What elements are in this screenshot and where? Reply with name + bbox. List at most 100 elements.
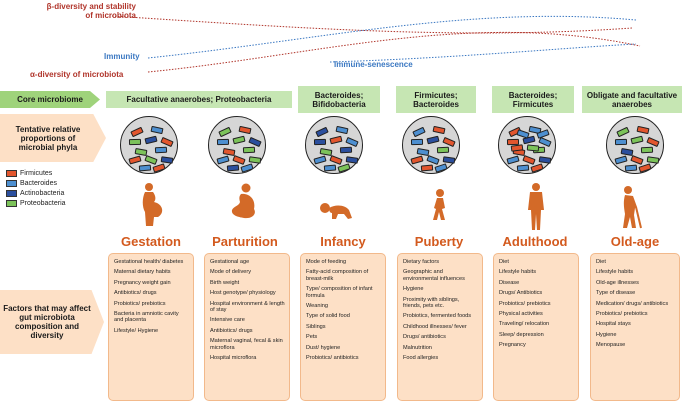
bacterium-rod <box>226 164 240 172</box>
factor-item: Type/ composition of infant formula <box>306 286 373 299</box>
factor-item: Sleep/ depression <box>499 331 544 338</box>
factor-item: Hospital microflora <box>210 355 257 362</box>
factor-item: Maternal vaginal, fecal & skin microflor… <box>210 338 283 351</box>
mother-in-labor-icon <box>231 183 255 219</box>
bacterium-rod <box>248 136 262 148</box>
bacterium-rod <box>144 135 158 145</box>
bacterium-rod <box>420 164 434 172</box>
factor-item: Bacteria in amniotic cavity and placenta <box>114 311 179 324</box>
factor-item: Medication/ drugs/ antibiotics <box>596 300 669 307</box>
bacterium-rod <box>216 155 230 165</box>
factor-item: Siblings <box>306 323 326 330</box>
phyla-circle-adulthood <box>498 116 556 174</box>
legend-actinobacteria: Actinobacteria <box>6 188 66 198</box>
factor-item: Physical activities <box>499 311 543 318</box>
bacterium-rod <box>636 125 650 135</box>
bacterium-rod <box>345 136 359 148</box>
factor-item: Type of disease <box>596 290 636 297</box>
bacterium-rod <box>128 138 142 146</box>
factor-item: Proximity with siblings, friends, pets e… <box>403 296 460 310</box>
bacterium-rod <box>410 138 424 146</box>
bacterium-rod <box>516 164 530 172</box>
factor-item: Pregnancy weight gain <box>114 279 171 286</box>
bacterium-rod <box>410 155 424 165</box>
crawling-baby-icon <box>320 203 352 219</box>
microbial-phyla-label: Tentative relative proportions of microb… <box>0 114 106 162</box>
factor-item: Malnutrition <box>403 344 432 351</box>
factor-item: Diet <box>499 259 509 265</box>
alpha-diversity-label: α-diversity of microbiota <box>30 70 124 79</box>
immunity-label: Immunity <box>104 52 140 61</box>
pregnant-woman-icon <box>142 183 163 226</box>
phyla-circle-old-age <box>606 116 664 174</box>
bacterium-rod <box>630 155 644 165</box>
factor-item: Mode of delivery <box>210 269 252 276</box>
core-microbiome-puberty: Firmicutes; Bacteroides <box>396 86 476 113</box>
factor-item: Lifestyle habits <box>596 269 634 276</box>
factor-item: Dust/ hygiene <box>306 344 341 351</box>
legend-bacteroides: Bacteroides <box>6 178 66 188</box>
bacterium-rod <box>313 138 327 146</box>
bacterium-rod <box>522 155 536 165</box>
core-microbiome-early: Facultative anaerobes; Proteobacteria <box>106 91 292 108</box>
factor-item: Drugs/ antibiotics <box>403 334 446 341</box>
bacterium-rod <box>232 155 246 165</box>
bacterium-rod <box>242 146 256 154</box>
factors-label: Factors that may affect gut microbiota c… <box>0 290 104 354</box>
stage-title-infancy: Infancy <box>320 234 366 249</box>
bacterium-rod <box>526 144 540 152</box>
factor-item: Hospital stays <box>596 321 631 328</box>
bacterium-rod <box>329 155 343 165</box>
factor-item: Gestational health/ diabetes <box>114 259 184 265</box>
stage-title-gestation: Gestation <box>121 234 181 249</box>
stage-title-parturition: Parturition <box>212 234 278 249</box>
factor-item: Probiotics/ prebiotics <box>596 311 648 318</box>
bacterium-rod <box>506 155 520 165</box>
core-microbiome-adulthood: Bacteroides; Firmicutes <box>492 86 574 113</box>
phyla-circle-infancy <box>305 116 363 174</box>
bacterium-rod <box>329 135 343 145</box>
bacterium-rod <box>128 155 142 165</box>
factor-item: Intensive care <box>210 317 245 324</box>
factor-item: Hygiene <box>596 331 617 338</box>
bacterium-rod <box>640 146 654 154</box>
bacterium-rod <box>238 125 252 135</box>
factor-item: Pets <box>306 334 318 341</box>
bacterium-rod <box>412 126 426 138</box>
phyla-circle-gestation <box>120 116 178 174</box>
bacterium-rod <box>313 155 327 165</box>
bacterium-rod <box>138 164 152 172</box>
factor-item: Geographic and environmental influences <box>403 269 465 282</box>
beta-diversity-label: β-diversity and stability of microbiota <box>46 2 136 20</box>
bacterium-rod <box>150 125 164 135</box>
core-microbiome-label: Core microbiome <box>0 91 100 108</box>
core-microbiome-infancy: Bacteroides; Bifidobacteria <box>298 86 380 113</box>
factor-item: Menopause <box>596 342 626 349</box>
bacterium-rod <box>646 136 660 148</box>
factor-item: Host genotype/ physiology <box>210 290 276 297</box>
factor-item: Hospital environment & length of stay <box>210 300 285 314</box>
factor-item: Antibiotics/ drugs <box>210 327 253 334</box>
bacterium-rod <box>436 146 450 154</box>
bacterium-rod <box>432 125 446 135</box>
factor-item: Maternal dietary habits <box>114 269 171 276</box>
bacterium-rod <box>614 155 628 165</box>
factor-item: Old-age illnesses <box>596 279 639 286</box>
factor-item: Disease <box>499 279 520 286</box>
stage-title-old-age: Old-age <box>610 234 660 249</box>
phyla-circle-puberty <box>402 116 460 174</box>
bacterium-rod <box>339 146 353 154</box>
bacterium-rod <box>624 164 638 172</box>
adult-man-icon <box>528 183 544 230</box>
factor-item: Gestational age <box>210 259 250 265</box>
bacterium-rod <box>426 155 440 165</box>
phyla-circle-parturition <box>208 116 266 174</box>
child-walking-icon <box>433 189 445 220</box>
bacterium-rod <box>218 126 232 138</box>
factor-item: Pregnancy <box>499 342 526 349</box>
stage-title-adulthood: Adulthood <box>502 234 568 249</box>
